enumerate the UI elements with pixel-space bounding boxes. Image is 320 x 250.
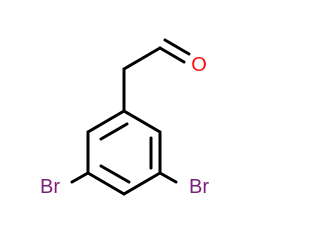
ring-bond-top-left bbox=[86, 109, 126, 134]
bromine-right-atom-label: Br bbox=[189, 176, 209, 198]
carbonyl-bond-inner bbox=[163, 38, 191, 56]
side-chain-bond-ch2-to-cho bbox=[122, 46, 162, 71]
bromine-bond-left bbox=[70, 171, 90, 184]
ring-bond-top-right bbox=[122, 109, 162, 134]
bromine-bond-right bbox=[158, 171, 178, 184]
bromine-left-atom-label: Br bbox=[40, 176, 60, 198]
ring-bond-bottom-left bbox=[86, 171, 126, 196]
bond-lines bbox=[70, 38, 191, 196]
ring-double-bond-inner-bottom bbox=[99, 164, 131, 184]
carbonyl-bond-outer bbox=[158, 46, 186, 64]
oxygen-atom-label: O bbox=[191, 54, 207, 76]
molecule-canvas: O Br Br bbox=[40, 38, 210, 198]
molecule-structure: O Br Br bbox=[40, 38, 209, 198]
atom-labels: O Br Br bbox=[40, 54, 209, 198]
ring-double-bond-inner-top bbox=[99, 122, 129, 141]
ring-bond-bottom-right bbox=[122, 171, 162, 196]
